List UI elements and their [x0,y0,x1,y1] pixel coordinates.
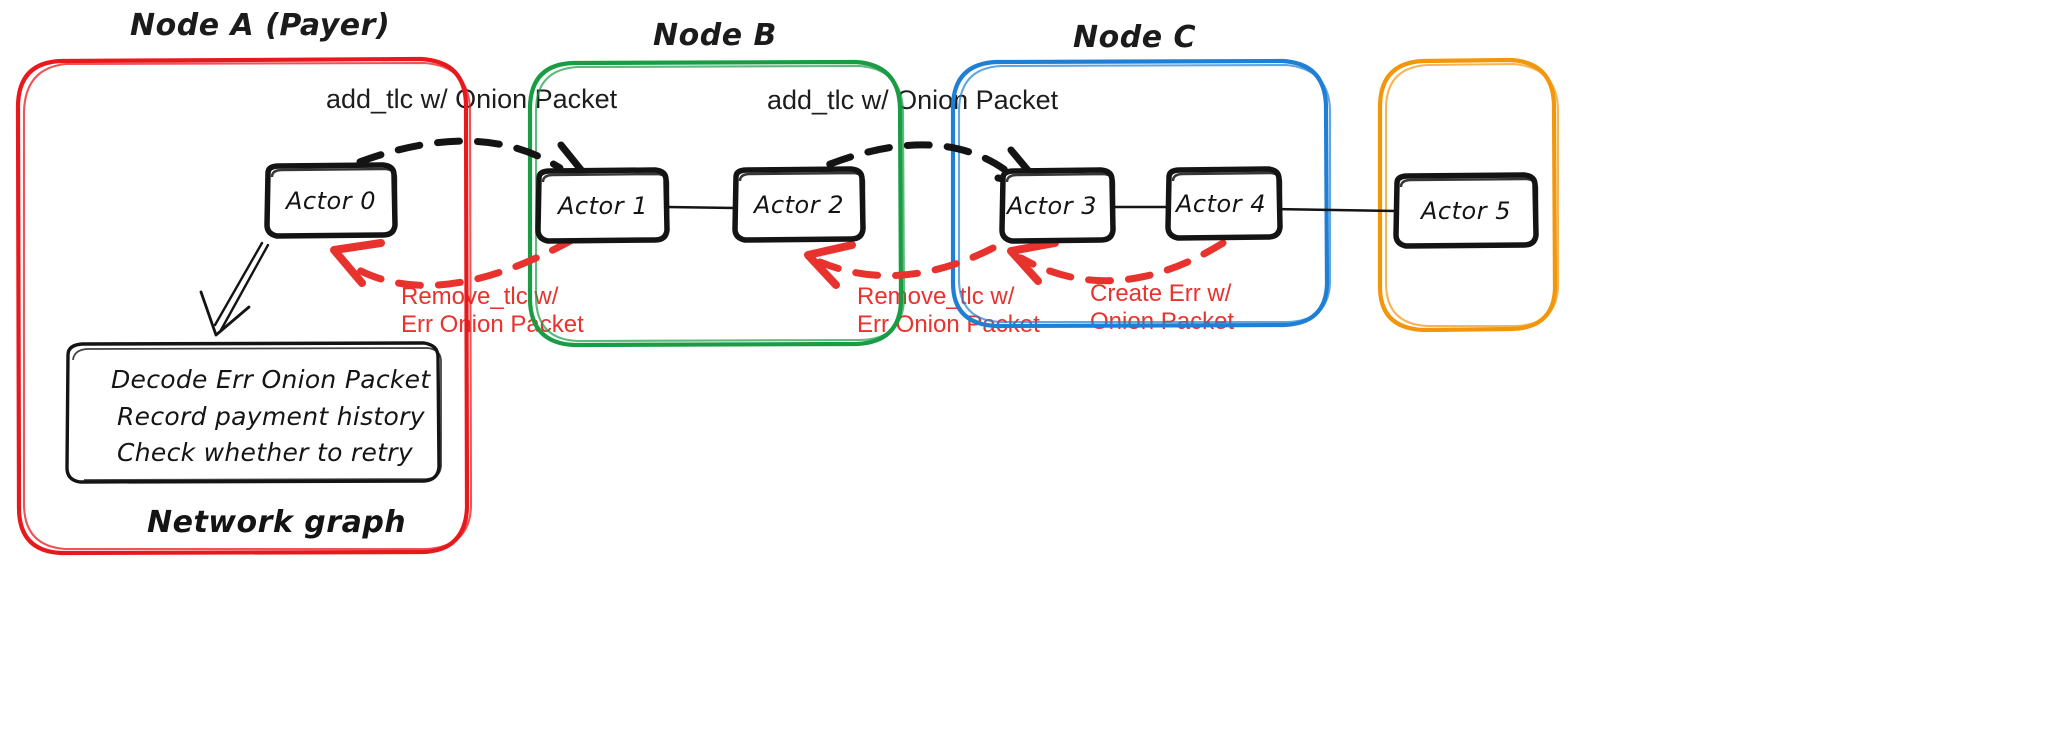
error-arrow-b-to-b2 [804,241,997,289]
network-graph-box[interactable]: Decode Err Onion Packet Record payment h… [65,341,442,484]
actor-4[interactable]: Actor 4 [1165,166,1283,241]
actor-3-label: Actor 3 [1005,192,1097,220]
node-d-container [1377,57,1560,333]
actor-4-label: Actor 4 [1174,190,1266,218]
node-b-title: Node B [653,18,777,53]
node-c-title: Node C [1073,20,1196,55]
node-b-container [527,59,906,348]
add-tlc-label-2: add_tlc w/ Onion Packet [767,85,1059,115]
error-arrow-c-to-b [1007,239,1227,285]
actor-0-label: Actor 0 [284,187,376,215]
error-arrow-b-to-a [330,236,576,289]
actor-5-label: Actor 5 [1419,197,1511,225]
actor-1-label: Actor 1 [556,192,648,220]
actor-3[interactable]: Actor 3 [999,167,1116,244]
create-err-label-line1: Create Err w/ [1090,280,1232,307]
actor-2-label: Actor 2 [752,191,844,219]
add-tlc-label-1: add_tlc w/ Onion Packet [326,84,618,114]
actor-0[interactable]: Actor 0 [264,162,398,239]
node-a-container [15,56,473,556]
actor-2[interactable]: Actor 2 [732,166,866,243]
actor-5[interactable]: Actor 5 [1393,172,1539,249]
network-graph-line-2: Record payment history [117,402,426,431]
node-c-container [950,58,1332,329]
remove-tlc-label-1-line2: Err Onion Packet [401,310,584,338]
network-graph-caption: Network graph [147,505,406,540]
network-graph-line-1: Decode Err Onion Packet [111,365,431,394]
node-a-title: Node A (Payer) [130,8,391,43]
network-graph-line-3: Check whether to retry [117,438,414,467]
remove-tlc-label-2-line1: Remove_tlc w/ [857,283,1015,310]
remove-tlc-label-1: Remove_tlc w/ Err Onion Packet [401,283,584,338]
actor0-to-graph-arrow [199,241,270,337]
actor-1[interactable]: Actor 1 [535,167,670,244]
